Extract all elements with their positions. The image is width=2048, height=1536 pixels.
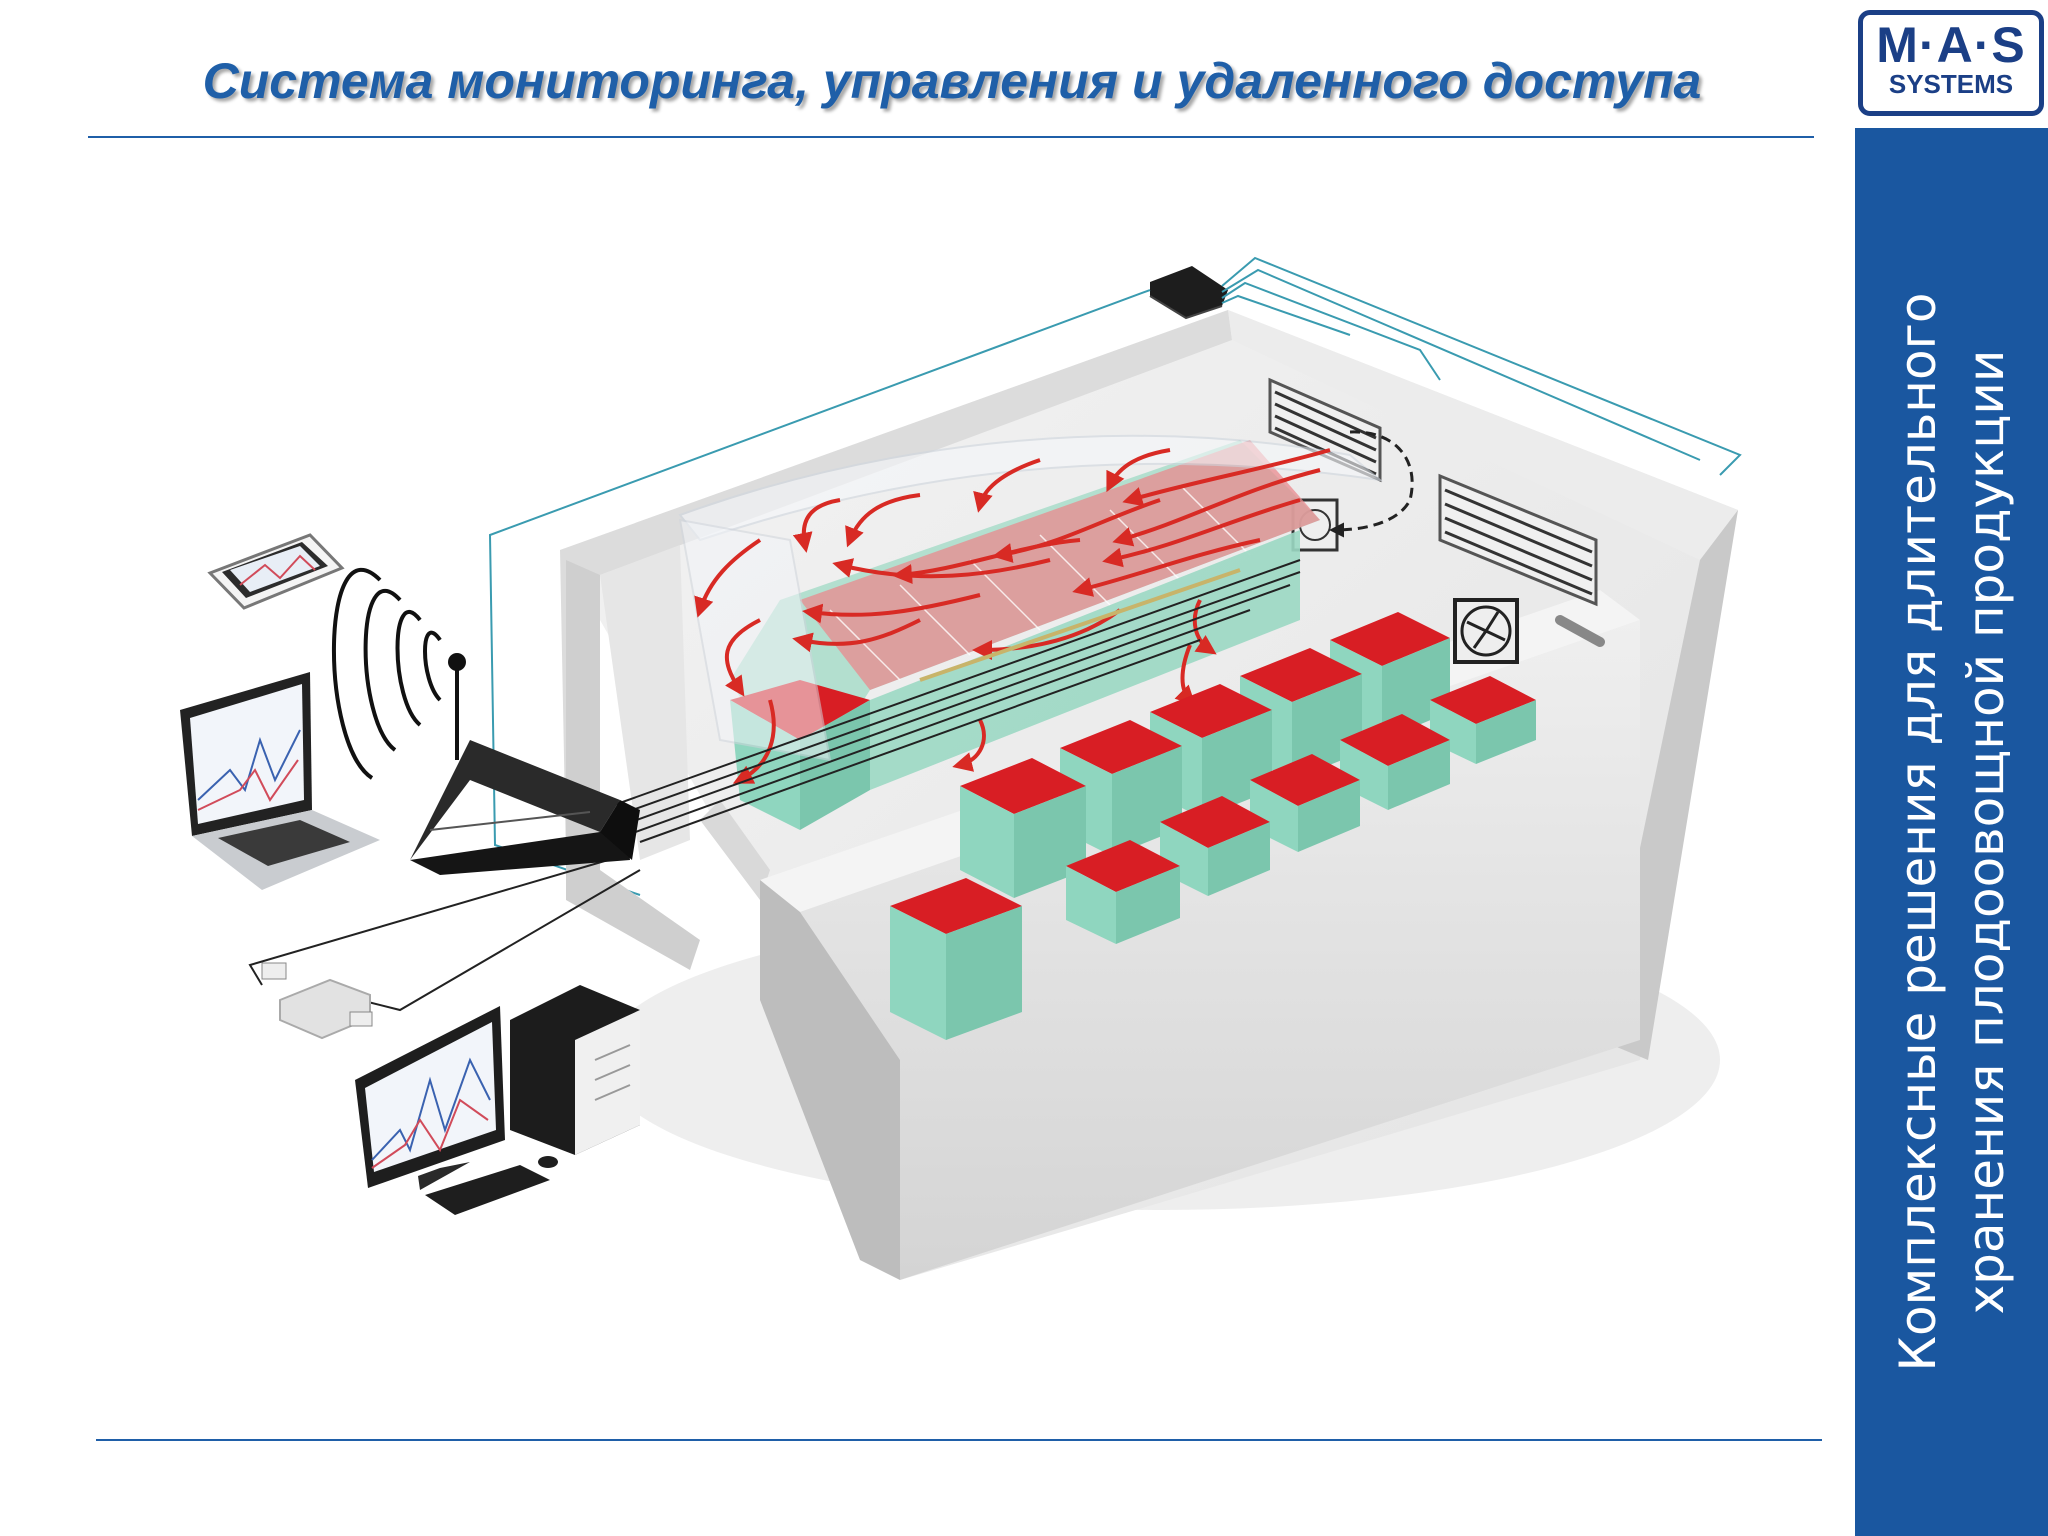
- page-title: Система мониторинга, управления и удален…: [202, 53, 1702, 109]
- sidebar-caption: Комплексные решения для длительного хран…: [1884, 252, 2020, 1412]
- crate-stack: [1430, 676, 1536, 764]
- logo-sub-text: SYSTEMS: [1888, 69, 2014, 99]
- smartphone-device: [207, 533, 345, 610]
- crate-stack: [1340, 714, 1450, 810]
- air-curtain: [678, 434, 1384, 542]
- wireless-signal-icon: [332, 568, 442, 780]
- controller-cables: [248, 559, 1301, 1012]
- circulation-fan-icon: [1453, 598, 1519, 664]
- roof-cooling-unit: [1149, 266, 1228, 320]
- crate-stack: [1066, 840, 1180, 944]
- mas-systems-logo: M·A·S SYSTEMS: [1858, 10, 2044, 116]
- power-supply-box: [261, 962, 373, 1040]
- sidebar-caption-line2: хранения плодоовощной продукции: [1956, 349, 2015, 1315]
- storage-monitoring-diagram: [180, 256, 1742, 1280]
- title-divider: [88, 136, 1814, 138]
- footer-divider: [96, 1439, 1822, 1441]
- ventilation-grilles: [1268, 377, 1605, 647]
- back-crate-block: [730, 440, 1320, 830]
- laptop-device: [180, 672, 380, 890]
- logo-main-text: M·A·S: [1876, 17, 2026, 73]
- airflow-arrows: [694, 448, 1331, 784]
- right-sidebar: Комплексные решения для длительного хран…: [1855, 128, 2048, 1536]
- recirculation-arrow: [1329, 430, 1414, 538]
- crate-stack: [890, 878, 1022, 1040]
- front-crate-stacks: [890, 612, 1536, 1040]
- sensor-rail: [919, 568, 1241, 682]
- sidebar-caption-line1: Комплексные решения для длительного: [1888, 292, 1947, 1372]
- desktop-computer: [355, 985, 640, 1215]
- wireless-controller: [410, 653, 640, 875]
